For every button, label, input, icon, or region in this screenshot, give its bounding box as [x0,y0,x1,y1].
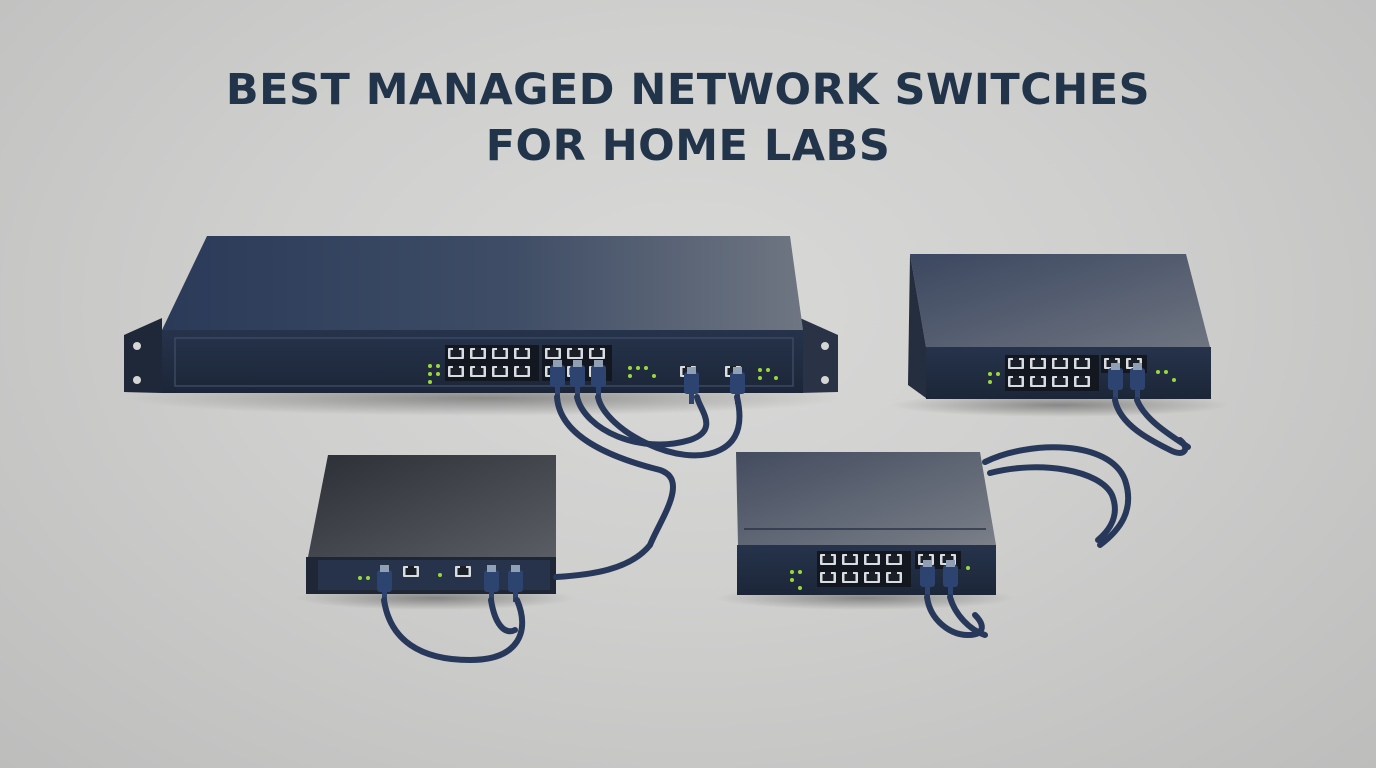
rackmount-switch [124,236,845,416]
status-led-icon [428,364,778,384]
headline: BEST MANAGED NETWORK SWITCHES FOR HOME L… [0,62,1376,174]
ethernet-cable-icon [381,394,1191,664]
rack-ear-left [124,318,162,393]
headline-line-1: BEST MANAGED NETWORK SWITCHES [225,65,1151,115]
rack-ear-right [800,318,838,393]
small-switch-right [890,254,1230,417]
headline-line-2: FOR HOME LABS [485,121,891,171]
desktop-switch-center [715,452,1015,610]
compact-switch-left [295,455,575,610]
rj45-port-icon [445,345,539,381]
